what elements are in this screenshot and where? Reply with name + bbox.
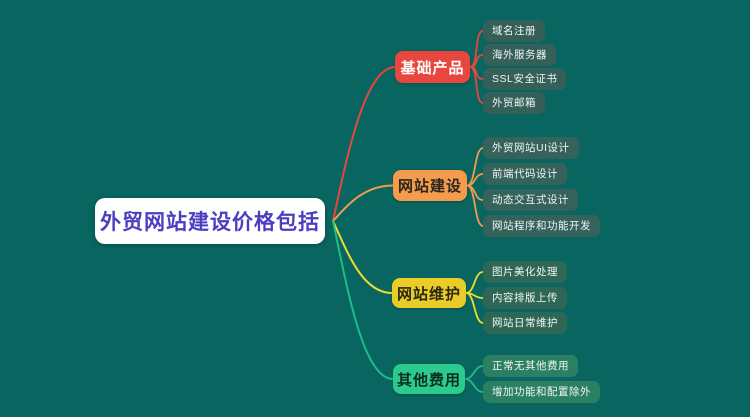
leaf-ui-design[interactable]: 外贸网站UI设计 — [483, 137, 579, 159]
branch-label: 网站维护 — [396, 285, 461, 303]
central-topic[interactable]: 外贸网站建设价格包括 — [95, 198, 325, 244]
leaf-normally-no-other-fees[interactable]: 正常无其他费用 — [483, 355, 578, 377]
leaf-extra-features-excluded[interactable]: 增加功能和配置除外 — [483, 381, 600, 403]
leaf-content-layout-upload[interactable]: 内容排版上传 — [483, 287, 567, 309]
branch-basic-products[interactable]: 基础产品 — [395, 51, 470, 83]
leaf-daily-maintenance[interactable]: 网站日常维护 — [483, 312, 567, 334]
leaf-foreign-trade-mailbox[interactable]: 外贸邮箱 — [483, 92, 545, 114]
leaf-image-beautification[interactable]: 图片美化处理 — [483, 261, 567, 283]
branch-label: 基础产品 — [400, 59, 465, 77]
branch-website-maintenance[interactable]: 网站维护 — [392, 278, 466, 308]
leaf-domain-registration[interactable]: 域名注册 — [483, 20, 545, 42]
leaf-overseas-server[interactable]: 海外服务器 — [483, 44, 556, 66]
branch-website-construction[interactable]: 网站建设 — [393, 170, 467, 201]
branch-label: 网站建设 — [397, 178, 462, 195]
branch-other-fees[interactable]: 其他费用 — [393, 364, 465, 394]
central-topic-label: 外贸网站建设价格包括 — [100, 211, 320, 234]
leaf-frontend-code-design[interactable]: 前端代码设计 — [483, 163, 567, 185]
leaf-ssl-certificate[interactable]: SSL安全证书 — [483, 68, 567, 90]
branch-label: 其他费用 — [396, 371, 461, 389]
leaf-dynamic-interactive-design[interactable]: 动态交互式设计 — [483, 189, 578, 211]
leaf-program-function-development[interactable]: 网站程序和功能开发 — [483, 215, 600, 237]
